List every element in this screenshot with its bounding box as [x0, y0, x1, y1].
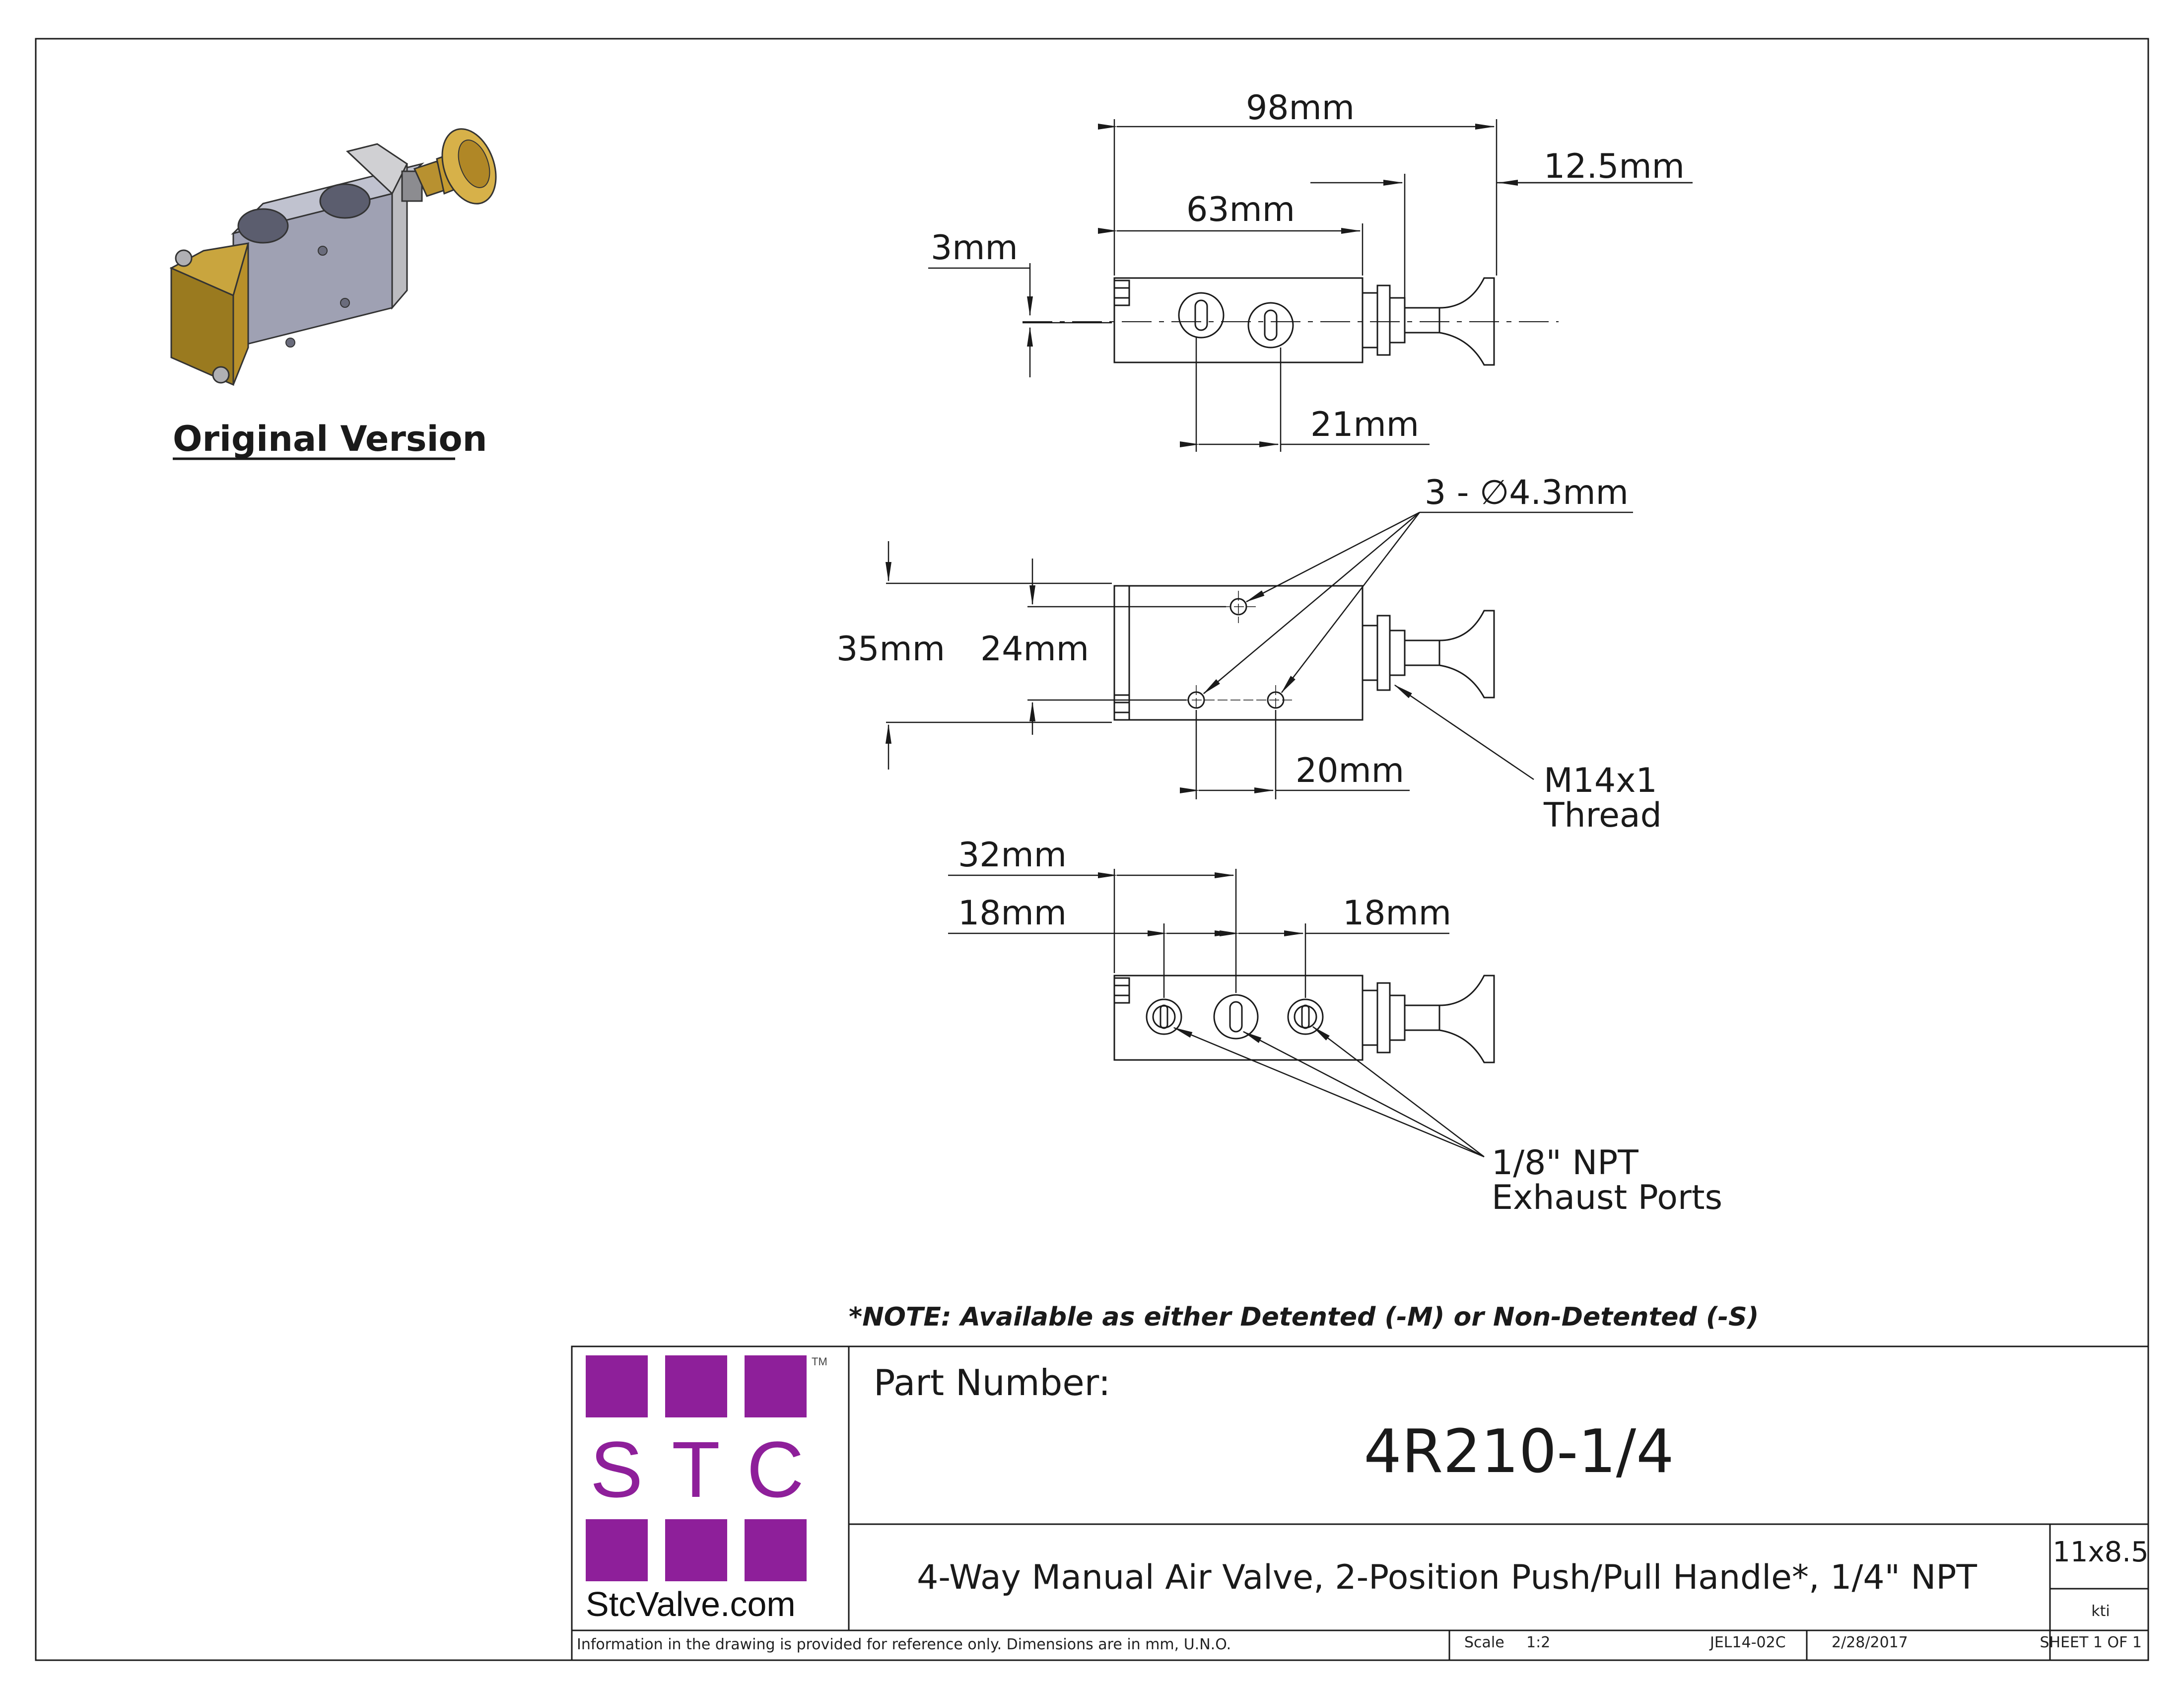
scale-value: 1:2	[1526, 1634, 1550, 1651]
logo-letter-t: T	[672, 1425, 720, 1514]
dim-body-length: 63mm	[1186, 190, 1295, 229]
thread-callout-line2: Thread	[1543, 796, 1662, 835]
top-view-body	[1113, 277, 1364, 363]
isometric-view	[169, 128, 497, 386]
top-view	[1023, 277, 1559, 366]
dim-height-inner: 24mm	[980, 630, 1089, 669]
dim-hole-spacing: 20mm	[1296, 751, 1404, 790]
scale-label: Scale	[1464, 1634, 1504, 1651]
dim-right-spacing: 18mm	[1343, 894, 1451, 933]
part-number-label: Part Number:	[874, 1362, 1110, 1404]
top-view-dimensions	[928, 119, 1693, 452]
dim-height-outer: 35mm	[836, 630, 945, 669]
ports-callout-line1: 1/8" NPT	[1492, 1143, 1638, 1183]
sheet-size: 11x8.5	[2052, 1536, 2148, 1568]
holes-callout: 3 - ∅4.3mm	[1425, 473, 1629, 512]
bottom-view-dimensions	[948, 869, 1485, 1158]
dim-overall-length: 98mm	[1246, 88, 1355, 128]
logo-letter-c: C	[747, 1425, 804, 1514]
side-view-dimensions	[886, 511, 1633, 799]
bottom-view	[1113, 975, 1495, 1063]
drawing-number: JEL14-02C	[1709, 1634, 1786, 1651]
title-block	[571, 1345, 2149, 1661]
drawing-date: 2/28/2017	[1832, 1634, 1908, 1651]
logo-tm: TM	[812, 1355, 827, 1368]
thread-callout-line1: M14x1	[1544, 761, 1657, 800]
dim-handle-length: 12.5mm	[1544, 147, 1685, 186]
stc-logo: S T C TM StcValve.com	[586, 1355, 827, 1623]
detent-note: *NOTE: Available as either Detented (-M)…	[849, 1302, 1759, 1332]
isometric-caption: Original Version	[173, 419, 487, 459]
dim-port-spacing: 21mm	[1310, 405, 1419, 444]
logo-letter-s: S	[590, 1425, 643, 1514]
dim-offset: 3mm	[931, 228, 1018, 268]
dim-width: 32mm	[958, 836, 1067, 875]
part-number: 4R210-1/4	[1364, 1417, 1674, 1486]
sheet-number: SHEET 1 OF 1	[2040, 1634, 2142, 1651]
ports-callout-line2: Exhaust Ports	[1492, 1178, 1722, 1217]
disclaimer: Information in the drawing is provided f…	[577, 1636, 1231, 1653]
side-view	[1113, 585, 1495, 721]
drawn-by: kti	[2091, 1603, 2110, 1620]
logo-site: StcValve.com	[586, 1585, 796, 1623]
bottom-view-body	[1113, 975, 1364, 1061]
part-description: 4-Way Manual Air Valve, 2-Position Push/…	[917, 1558, 1977, 1597]
dim-left-spacing: 18mm	[958, 894, 1067, 933]
